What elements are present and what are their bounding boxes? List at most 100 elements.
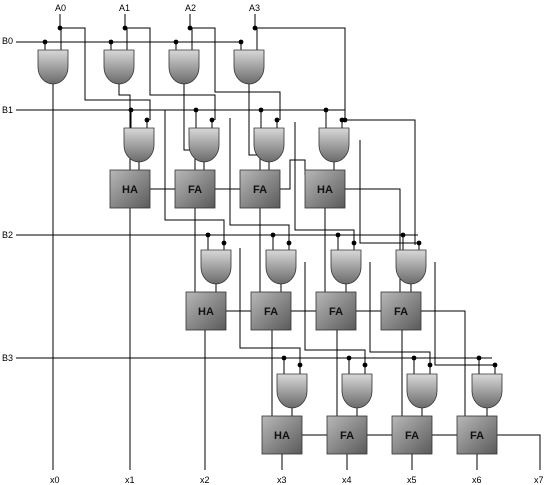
junction-dots-layer bbox=[42, 25, 498, 368]
and-gate-r0-0 bbox=[37, 49, 69, 85]
adder-r2-3: FA bbox=[380, 291, 422, 331]
wire bbox=[345, 119, 416, 245]
wire bbox=[190, 27, 193, 50]
adder-label: HA bbox=[317, 184, 333, 196]
adder-box bbox=[315, 291, 357, 331]
labels-layer: A0 A1 A2 A3 B0 B1 B2 B3 x0 x1 x2 x3 x4 x… bbox=[2, 3, 544, 485]
junction-dot bbox=[400, 232, 406, 238]
junction-dot bbox=[411, 355, 417, 361]
junction-dot bbox=[416, 240, 422, 246]
output-label-x5: x5 bbox=[407, 475, 417, 485]
and-gate-r1-2 bbox=[253, 127, 285, 163]
adder-r2-0: HA bbox=[185, 291, 227, 331]
junction-dot bbox=[144, 117, 150, 123]
input-label-b1: B1 bbox=[2, 105, 13, 115]
junction-dot bbox=[346, 355, 352, 361]
junction-dot bbox=[209, 117, 215, 123]
junction-dot bbox=[342, 117, 348, 123]
output-label-x4: x4 bbox=[342, 475, 352, 485]
wire bbox=[239, 248, 301, 365]
wire bbox=[304, 262, 366, 365]
adder-r1-3: HA bbox=[304, 169, 346, 209]
junction-dot bbox=[252, 25, 258, 31]
adder-r1-2: FA bbox=[239, 169, 281, 209]
junction-dot bbox=[238, 39, 244, 45]
junction-dot bbox=[122, 25, 128, 31]
junction-dot bbox=[193, 107, 199, 113]
adder-box bbox=[174, 169, 216, 209]
input-label-b2: B2 bbox=[2, 230, 13, 240]
output-label-x1: x1 bbox=[125, 475, 135, 485]
input-label-a3: A3 bbox=[249, 3, 260, 13]
and-gates-layer bbox=[37, 49, 503, 409]
adder-label: FA bbox=[329, 306, 343, 318]
wire bbox=[280, 159, 306, 190]
wire bbox=[60, 27, 151, 120]
wire bbox=[60, 27, 62, 50]
and-gate-r3-0 bbox=[276, 373, 308, 409]
input-label-a1: A1 bbox=[119, 3, 130, 13]
adder-box bbox=[250, 291, 292, 331]
and-gate-r3-2 bbox=[406, 373, 438, 409]
junction-dot bbox=[476, 355, 482, 361]
and-gate-r1-3 bbox=[318, 127, 350, 163]
and-gate-r0-3 bbox=[233, 49, 265, 85]
wire bbox=[369, 262, 431, 365]
adder-label: FA bbox=[253, 184, 267, 196]
junction-dot bbox=[297, 362, 303, 368]
adder-r3-3: FA bbox=[456, 415, 498, 455]
junction-dot bbox=[281, 355, 287, 361]
adder-r3-0: HA bbox=[261, 415, 303, 455]
and-gate-r0-2 bbox=[168, 49, 200, 85]
wire bbox=[434, 262, 495, 366]
adder-label: FA bbox=[405, 430, 419, 442]
junction-dot bbox=[57, 25, 63, 31]
wire bbox=[255, 27, 258, 50]
and-gate-r2-1 bbox=[265, 249, 297, 285]
wire bbox=[421, 310, 466, 416]
wires-layer bbox=[16, 14, 541, 470]
and-gate-r1-0 bbox=[123, 127, 155, 163]
output-label-x0: x0 bbox=[50, 475, 60, 485]
adder-box bbox=[185, 291, 227, 331]
junction-dot bbox=[128, 107, 134, 113]
wire bbox=[125, 27, 128, 50]
input-label-a0: A0 bbox=[55, 3, 66, 13]
adder-box bbox=[304, 169, 346, 209]
junction-dot bbox=[274, 117, 280, 123]
junction-dot bbox=[335, 232, 341, 238]
adder-box bbox=[380, 291, 422, 331]
adder-r2-2: FA bbox=[315, 291, 357, 331]
junction-dot bbox=[351, 240, 357, 246]
junction-dot bbox=[205, 232, 211, 238]
and-gate-r2-0 bbox=[200, 249, 232, 285]
adder-r1-0: HA bbox=[109, 169, 151, 209]
junction-dot bbox=[221, 240, 227, 246]
and-gate-r2-2 bbox=[330, 249, 362, 285]
adder-label: HA bbox=[274, 430, 290, 442]
input-label-b3: B3 bbox=[2, 353, 13, 363]
adder-label: HA bbox=[122, 184, 138, 196]
junction-dot bbox=[108, 39, 114, 45]
adder-box bbox=[109, 169, 151, 209]
output-x7-line bbox=[497, 434, 541, 470]
output-label-x3: x3 bbox=[277, 475, 287, 485]
adder-label: FA bbox=[394, 306, 408, 318]
adder-r3-1: FA bbox=[326, 415, 368, 455]
junction-dot bbox=[492, 362, 498, 368]
adder-box bbox=[456, 415, 498, 455]
and-gate-r3-1 bbox=[341, 373, 373, 409]
input-label-b0: B0 bbox=[2, 36, 13, 46]
junction-dot bbox=[187, 25, 193, 31]
adder-r3-2: FA bbox=[391, 415, 433, 455]
wire bbox=[255, 27, 346, 120]
wire bbox=[125, 27, 216, 120]
and-gate-r0-1 bbox=[103, 49, 135, 85]
junction-dot bbox=[173, 39, 179, 45]
junction-dot bbox=[42, 39, 48, 45]
output-label-x7: x7 bbox=[534, 475, 544, 485]
junction-dot bbox=[323, 107, 329, 113]
adder-label: FA bbox=[470, 430, 484, 442]
wire bbox=[190, 27, 281, 120]
